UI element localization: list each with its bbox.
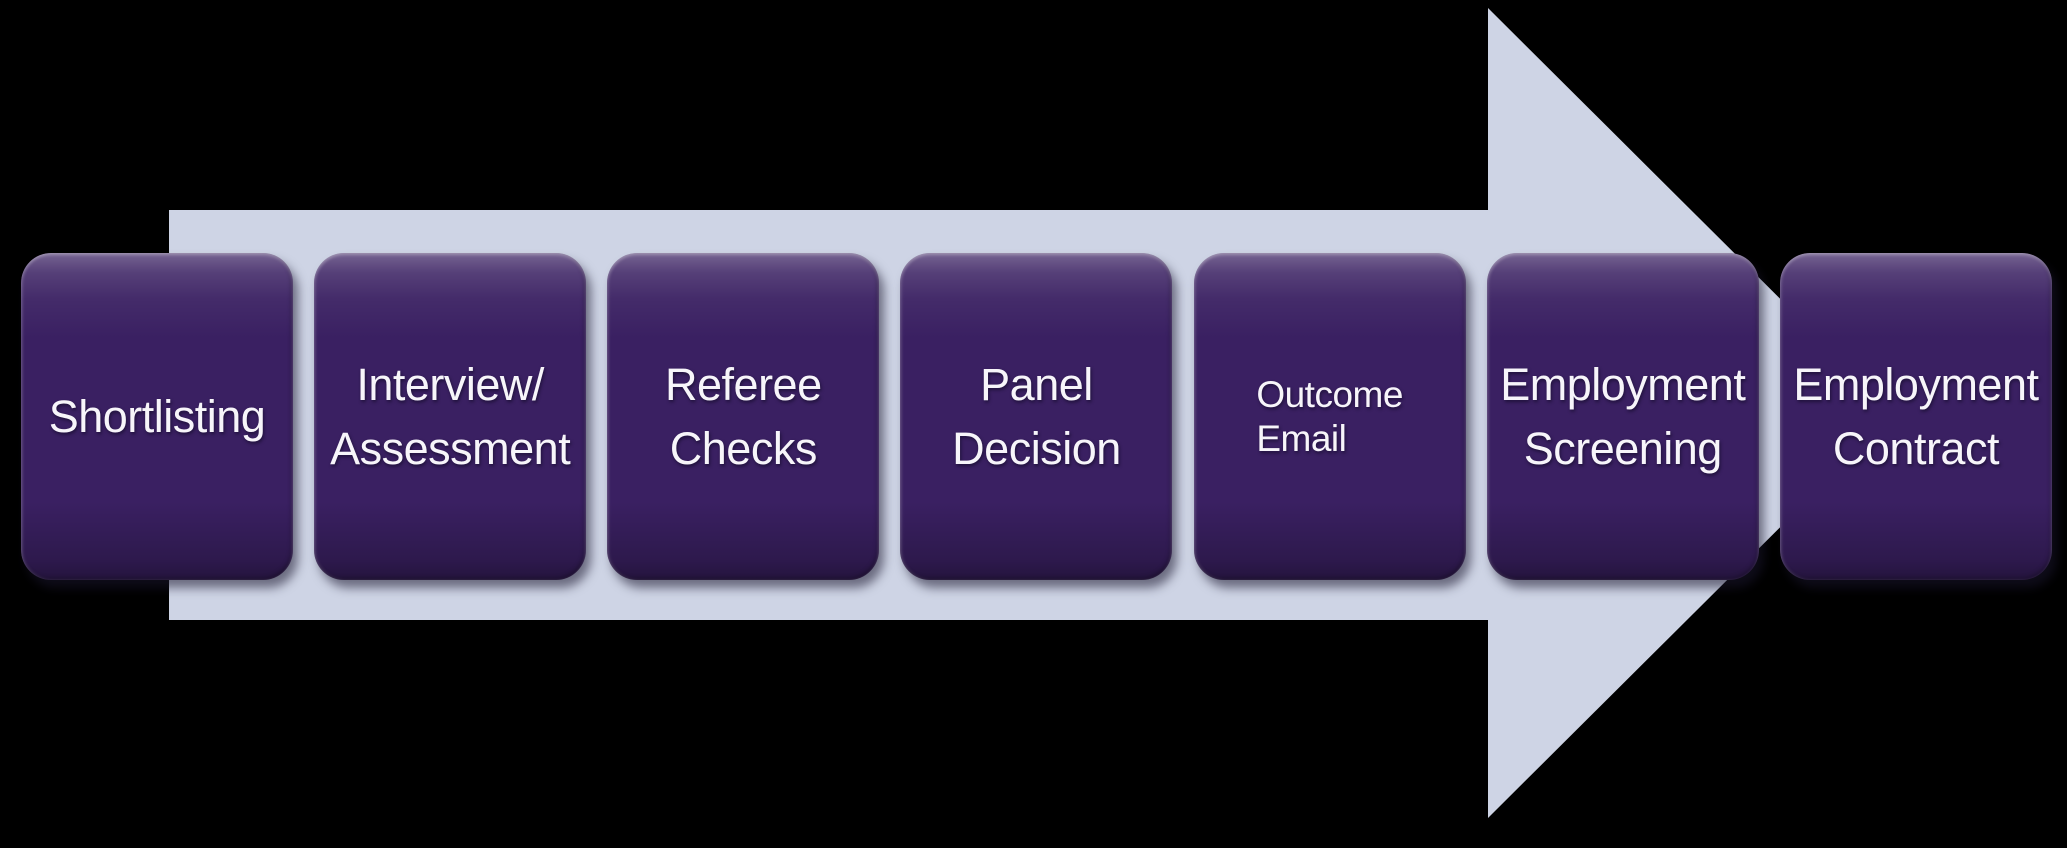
process-step-label: Referee Checks <box>665 353 822 481</box>
process-step-label: Outcome Email <box>1256 373 1403 461</box>
step-line-2: Contract <box>1832 422 2000 474</box>
step-line-1: Outcome <box>1256 373 1403 415</box>
step-line-1: Referee <box>665 358 822 410</box>
step-line-2: Checks <box>669 422 818 474</box>
process-step-label: Shortlisting <box>49 385 266 449</box>
step-line-1: Employment <box>1793 358 2039 410</box>
step-line-1: Interview/ <box>356 358 544 410</box>
process-step-label: Employment Screening <box>1500 353 1746 481</box>
step-line-2: Email <box>1256 417 1347 459</box>
process-steps-row: Shortlisting Interview/ Assessment Refer… <box>21 253 2052 580</box>
process-step-panel-decision: Panel Decision <box>900 253 1173 580</box>
step-line-2: Assessment <box>330 422 571 474</box>
process-step-employment-contract: Employment Contract <box>1779 253 2052 580</box>
step-line-1: Panel <box>980 358 1093 410</box>
step-line-1: Employment <box>1500 358 1746 410</box>
step-line-2: Screening <box>1523 422 1723 474</box>
process-step-label: Employment Contract <box>1793 353 2039 481</box>
process-step-shortlisting: Shortlisting <box>21 253 293 580</box>
process-step-employment-screening: Employment Screening <box>1486 253 1759 580</box>
process-step-interview-assessment: Interview/ Assessment <box>314 253 587 580</box>
step-line-1: Shortlisting <box>48 390 266 442</box>
process-step-label: Interview/ Assessment <box>330 353 571 481</box>
step-line-2: Decision <box>952 422 1121 474</box>
process-step-outcome-email: Outcome Email <box>1193 253 1466 580</box>
process-step-referee-checks: Referee Checks <box>607 253 880 580</box>
process-step-label: Panel Decision <box>952 353 1121 481</box>
